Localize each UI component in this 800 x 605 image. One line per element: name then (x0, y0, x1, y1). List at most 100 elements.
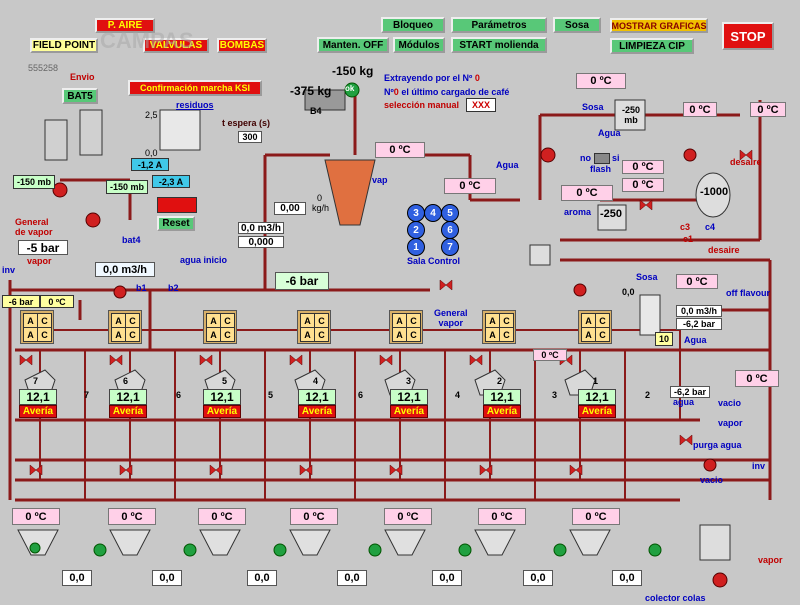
flash-toggle[interactable] (594, 153, 610, 164)
mill-6-fault[interactable]: Avería (109, 405, 147, 418)
bottom-val-4: 0,0 (337, 570, 367, 586)
bar5-display: -5 bar (18, 240, 68, 255)
ac-c1: C (499, 313, 514, 328)
mill-3-num: 3 (406, 376, 412, 386)
stop-button[interactable]: STOP (722, 22, 774, 50)
sala-6-button[interactable]: 6 (441, 221, 459, 239)
mill-7-fault[interactable]: Avería (19, 405, 57, 418)
mill-4-num: 4 (313, 376, 319, 386)
mill-7-side: 7 (84, 390, 90, 400)
b1-label: b1 (136, 283, 147, 293)
b2-label: b2 (168, 283, 179, 293)
purga-agua-label: purga agua (693, 440, 742, 450)
field-point-button[interactable]: FIELD POINT (30, 38, 98, 53)
ac-c2: C (125, 327, 140, 342)
t-espera-label: t espera (s) (222, 118, 271, 128)
sosa-label: Sosa (582, 102, 604, 112)
mill-1-fault[interactable]: Avería (578, 405, 616, 418)
ac-a1: A (206, 313, 221, 328)
pressure2-display: -150 mb (106, 180, 148, 194)
ac-c1: C (406, 313, 421, 328)
bloqueo-button[interactable]: Bloqueo (381, 17, 445, 33)
amp2-display: -2,3 A (152, 175, 190, 188)
mostrar-graficas-button[interactable]: MOSTRAR GRAFICAS (610, 18, 708, 33)
sala-1-button[interactable]: 1 (407, 238, 425, 256)
start-molienda-button[interactable]: START molienda (451, 37, 547, 53)
ac-a1: A (581, 313, 596, 328)
ac-a2: A (392, 327, 407, 342)
modulos-button[interactable]: Módulos (393, 37, 445, 53)
bottom-temp-3: 0 ºC (198, 508, 246, 525)
mill-4-fault[interactable]: Avería (298, 405, 336, 418)
agua2-label: Agua (684, 335, 707, 345)
ac-a2: A (111, 327, 126, 342)
mill-2-value: 12,1 (483, 389, 521, 405)
ac-a2: A (581, 327, 596, 342)
ac-c2: C (314, 327, 329, 342)
sala-3-button[interactable]: 3 (407, 204, 425, 222)
vacio-label: vacio (718, 398, 742, 408)
temp-sosa-display: 0 ºC (676, 274, 718, 289)
vap-label: vap (372, 175, 388, 185)
ac-a2: A (485, 327, 500, 342)
mill-2-num: 2 (497, 376, 503, 386)
mill-6-side: 6 (176, 390, 182, 400)
mill-2-fault[interactable]: Avería (483, 405, 521, 418)
manten-button[interactable]: Manten. OFF (317, 37, 389, 53)
bottom-val-7: 0,0 (612, 570, 642, 586)
bar62-display: -6,2 bar (676, 318, 722, 330)
mill-5-fault[interactable]: Avería (203, 405, 241, 418)
bat5-button[interactable]: BAT5 (62, 88, 98, 104)
mill-3-fault[interactable]: Avería (390, 405, 428, 418)
si-label: si (612, 153, 620, 163)
mill-6-num: 6 (123, 376, 129, 386)
limpieza-cip-button[interactable]: LIMPIEZA CIP (610, 38, 694, 54)
mill-4-value: 12,1 (298, 389, 336, 405)
reset-button[interactable]: Reset (157, 216, 195, 231)
bottom-val-1: 0,0 (62, 570, 92, 586)
mill-1-value: 12,1 (578, 389, 616, 405)
kgh-value-display: 0,00 (274, 202, 306, 215)
valvulas-button[interactable]: VALVULAS (143, 38, 209, 53)
mill-7-num: 7 (33, 376, 39, 386)
ac-c2: C (499, 327, 514, 342)
sosa-button[interactable]: Sosa (553, 17, 601, 33)
ok-indicator: ok (345, 84, 355, 93)
bombas-button[interactable]: BOMBAS (217, 38, 267, 53)
parametros-button[interactable]: Parámetros (451, 17, 547, 33)
sala-5-button[interactable]: 5 (441, 204, 459, 222)
temp-top-display: 0 ºC (375, 142, 425, 158)
ac-a1: A (392, 313, 407, 328)
ac-a2: A (23, 327, 38, 342)
desaire2-label: desaire (708, 245, 740, 255)
sala-4-button[interactable]: 4 (424, 204, 442, 222)
mill-7-value: 12,1 (19, 389, 57, 405)
confirm-ksi-button[interactable]: Confirmación marcha KSI (128, 80, 262, 96)
off-flavour-label: off flavour (726, 288, 770, 298)
ultimo-label: Nº0 el último cargado de café (384, 87, 509, 97)
residuos-label: residuos (176, 100, 214, 110)
ac-a2: A (300, 327, 315, 342)
mb250-label: -250 mb (622, 105, 641, 125)
sala-2-button[interactable]: 2 (407, 221, 425, 239)
pressure1-display: -150 mb (13, 175, 55, 189)
xxx-display[interactable]: XXX (466, 98, 496, 112)
b4-label: B4 (310, 106, 322, 116)
p-aire-button[interactable]: P. AIRE (95, 18, 155, 33)
ultimo-text: el último cargado de café (401, 87, 510, 97)
flash-label: flash (590, 164, 612, 174)
scale-bottom-label: 0,0 (145, 148, 158, 158)
no-label: no (580, 153, 591, 163)
t-espera-value[interactable]: 300 (238, 131, 262, 143)
sosa2-label: Sosa (636, 272, 658, 282)
bar6b-display: -6 bar (275, 272, 329, 290)
c4-label: c4 (705, 222, 716, 232)
sala-7-button[interactable]: 7 (441, 238, 459, 256)
